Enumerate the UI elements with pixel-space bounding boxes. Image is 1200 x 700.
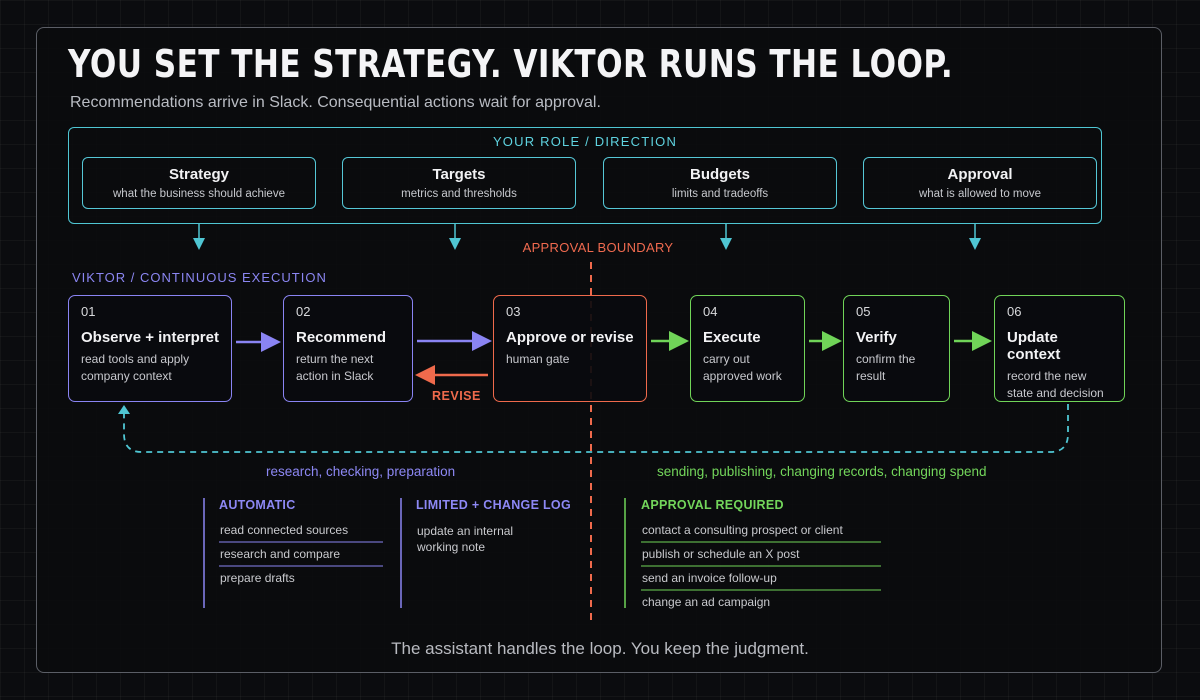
role-box-title: Strategy: [168, 166, 230, 183]
step-number: 06: [1007, 304, 1022, 319]
step-desc: record the new state and decision: [1007, 369, 1104, 400]
step-verify: 05 Verify confirm the result: [843, 295, 950, 402]
step-number: 02: [296, 304, 311, 319]
role-box-desc: metrics and thresholds: [401, 188, 517, 200]
page-subtitle: Recommendations arrive in Slack. Consequ…: [70, 94, 601, 111]
role-box-approval: Approval what is allowed to move: [863, 157, 1097, 209]
feedback-arrowhead: [118, 405, 130, 414]
role-box-desc: what the business should achieve: [113, 188, 285, 200]
step-title: Execute: [703, 329, 761, 346]
role-panel: [68, 127, 1102, 224]
role-box-targets: Targets metrics and thresholds: [342, 157, 576, 209]
footer-tagline: The assistant handles the loop. You keep…: [391, 639, 809, 658]
role-box-desc: what is allowed to move: [918, 188, 1042, 200]
step-execute: 04 Execute carry out approved work: [690, 295, 805, 402]
step-desc: return the next action in Slack: [296, 352, 374, 383]
role-box-title: Targets: [432, 166, 486, 183]
step-title: Recommend: [296, 329, 387, 346]
step-number: 01: [81, 304, 96, 319]
column-item: send an invoice follow-up: [642, 571, 777, 585]
column-title-limited: LIMITED + CHANGE LOG: [416, 498, 571, 512]
approval-boundary-label: APPROVAL BOUNDARY: [522, 240, 674, 255]
step-number: 03: [506, 304, 521, 319]
step-number: 05: [856, 304, 871, 319]
column-item: read connected sources: [220, 523, 349, 537]
step-title: Update context: [1007, 329, 1061, 363]
caption-left: research, checking, preparation: [266, 464, 456, 479]
step-update-context: 06 Update context record the new state a…: [994, 295, 1125, 402]
caption-right: sending, publishing, changing records, c…: [657, 464, 987, 479]
step-title: Observe + interpret: [81, 329, 219, 346]
step-desc: human gate: [506, 352, 570, 366]
column-item: change an ad campaign: [642, 595, 771, 609]
step-observe: 01 Observe + interpret read tools and ap…: [68, 295, 232, 402]
step-desc: read tools and apply company context: [81, 352, 190, 383]
role-panel-title: YOUR ROLE / DIRECTION: [492, 134, 678, 149]
role-box-desc: limits and tradeoffs: [671, 188, 769, 200]
column-item: research and compare: [220, 547, 341, 561]
column-item: contact a consulting prospect or client: [642, 523, 843, 537]
step-approve: 03 Approve or revise human gate: [493, 295, 647, 402]
page-title: YOU SET THE STRATEGY. VIKTOR RUNS THE LO…: [68, 42, 954, 86]
role-box-title: Budgets: [690, 166, 750, 183]
step-number: 04: [703, 304, 718, 319]
execution-label: VIKTOR / CONTINUOUS EXECUTION: [72, 270, 327, 285]
role-box-title: Approval: [947, 166, 1013, 183]
column-item: update an internal working note: [417, 524, 514, 554]
column-item: prepare drafts: [220, 571, 295, 585]
feedback-loop: [123, 404, 1069, 453]
step-desc: confirm the result: [856, 352, 916, 383]
revise-label: REVISE: [432, 389, 481, 403]
role-box-budgets: Budgets limits and tradeoffs: [603, 157, 837, 209]
column-title-automatic: AUTOMATIC: [219, 498, 296, 512]
column-title-approval-required: APPROVAL REQUIRED: [641, 498, 784, 512]
step-desc: carry out approved work: [703, 352, 782, 383]
column-item: publish or schedule an X post: [642, 547, 800, 561]
step-title: Approve or revise: [506, 329, 634, 346]
step-recommend: 02 Recommend return the next action in S…: [283, 295, 413, 402]
role-box-strategy: Strategy what the business should achiev…: [82, 157, 316, 209]
step-title: Verify: [856, 329, 897, 346]
